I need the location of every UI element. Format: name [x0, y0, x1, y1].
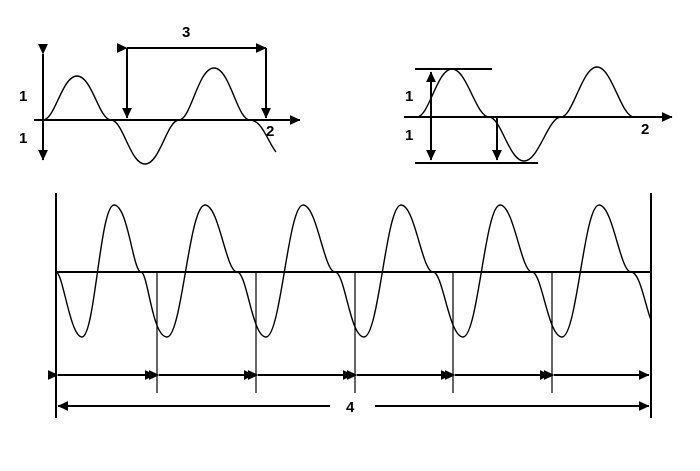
top-right-wave-diagram: [404, 66, 673, 164]
sine-curve-top-left: [42, 67, 277, 165]
callout-axis-left: 2: [266, 123, 275, 140]
callout-amplitude-negative-left: 1: [19, 130, 28, 147]
callout-segments-bottom: 4: [346, 399, 355, 416]
callout-amplitude-positive-right: 1: [405, 88, 414, 105]
bottom-wave-diagram: [48, 193, 652, 418]
top-left-wave-diagram: [34, 43, 301, 165]
sine-curve-bottom: [55, 204, 652, 338]
callout-axis-right: 2: [641, 121, 650, 138]
callout-amplitude-negative-right: 1: [405, 127, 414, 144]
sine-curve-top-right: [416, 66, 635, 162]
callout-amplitude-positive-left: 1: [19, 88, 28, 105]
callout-period-left: 3: [182, 24, 191, 41]
